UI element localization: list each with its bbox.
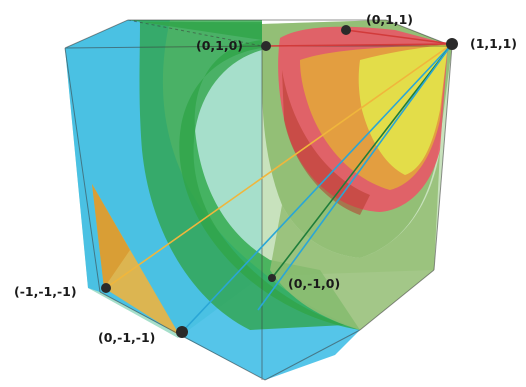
point-0-m1-m1-dot — [176, 326, 188, 338]
green-body — [139, 22, 345, 330]
line-to-0m10-green — [271, 43, 453, 279]
line-to-010 — [265, 43, 453, 47]
point-0-1-0-dot — [261, 41, 271, 51]
label-0-m1-0: (0,-1,0) — [288, 276, 340, 291]
line-to-0m1m1-cyan — [181, 43, 453, 333]
olive-lower-region — [270, 150, 440, 330]
line-to-011 — [345, 29, 453, 45]
red-shell-shadow — [282, 70, 370, 215]
line-to-cyan-mid — [257, 43, 453, 311]
label-0-1-1: (0,1,1) — [366, 12, 413, 27]
cube-edges — [64, 19, 453, 381]
point-0-m1-0-dot — [268, 274, 276, 282]
diagonal-lines — [105, 29, 453, 333]
point-1-1-1-dot — [446, 38, 458, 50]
label-0-m1-m1: (0,-1,-1) — [98, 330, 155, 345]
point-m1-m1-m1-dot — [101, 283, 111, 293]
line-to-m1m1m1-orange — [105, 43, 453, 289]
orange-corner-shade — [92, 184, 130, 288]
label-m1-m1-m1: (-1,-1,-1) — [14, 284, 77, 299]
label-0-1-0: (0,1,0) — [196, 38, 243, 53]
label-1-1-1: (1,1,1) — [470, 36, 517, 51]
point-0-1-1-dot — [341, 25, 351, 35]
orange-corner-triangle — [92, 184, 180, 336]
